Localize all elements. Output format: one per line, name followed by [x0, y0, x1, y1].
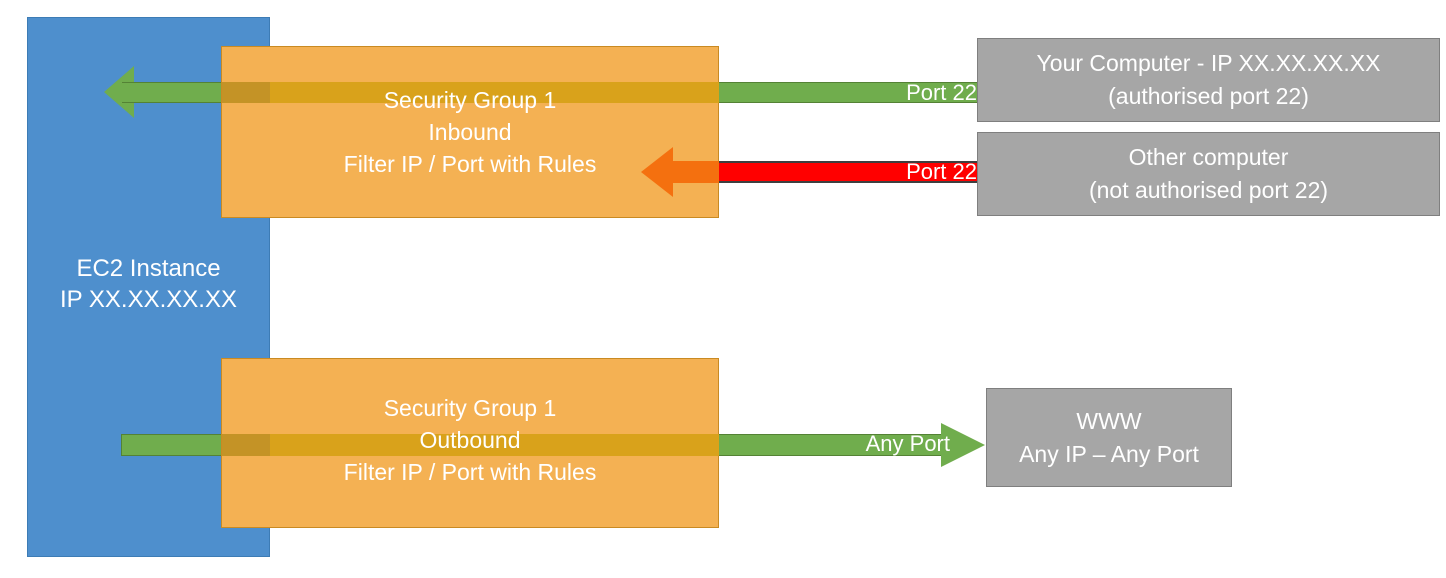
endpoint-your-computer-box: Your Computer - IP XX.XX.XX.XX (authoris…: [977, 38, 1440, 122]
endpoint-other-computer-box: Other computer (not authorised port 22): [977, 132, 1440, 216]
allowed-outbound-overlap-tint-instance: [222, 434, 270, 456]
allowed-outbound-overlap-tint: [222, 434, 719, 456]
allowed-outbound-arrowhead-icon: [941, 423, 985, 467]
security-group-inbound-box: [221, 46, 719, 218]
blocked-inbound-arrow-inner-shaft: [670, 161, 719, 183]
ec2-instance-ip: IP XX.XX.XX.XX: [60, 286, 237, 313]
allowed-inbound-overlap-tint: [222, 82, 719, 103]
endpoint-other-computer-line1: Other computer: [1128, 144, 1289, 170]
allowed-inbound-overlap-tint-instance: [222, 82, 270, 103]
blocked-inbound-port-label: Port 22: [906, 159, 977, 184]
ec2-instance-label: EC2 Instance IP XX.XX.XX.XX: [27, 253, 270, 315]
endpoint-www-line2: Any IP – Any Port: [1019, 440, 1199, 467]
endpoint-your-computer-line2: (authorised port 22): [1108, 83, 1309, 109]
endpoint-www-line1: WWW: [1076, 407, 1142, 434]
endpoint-other-computer-line2: (not authorised port 22): [1088, 177, 1329, 203]
ec2-instance-name: EC2 Instance: [76, 255, 221, 282]
blocked-inbound-arrow-shaft: [719, 161, 979, 183]
allowed-outbound-port-label: Any Port: [865, 431, 950, 456]
allowed-inbound-port-label: Port 22: [906, 80, 977, 105]
endpoint-www-box: WWW Any IP – Any Port: [986, 388, 1232, 487]
blocked-inbound-arrowhead-icon: [641, 147, 673, 197]
endpoint-your-computer-line1: Your Computer - IP XX.XX.XX.XX: [1036, 50, 1381, 76]
